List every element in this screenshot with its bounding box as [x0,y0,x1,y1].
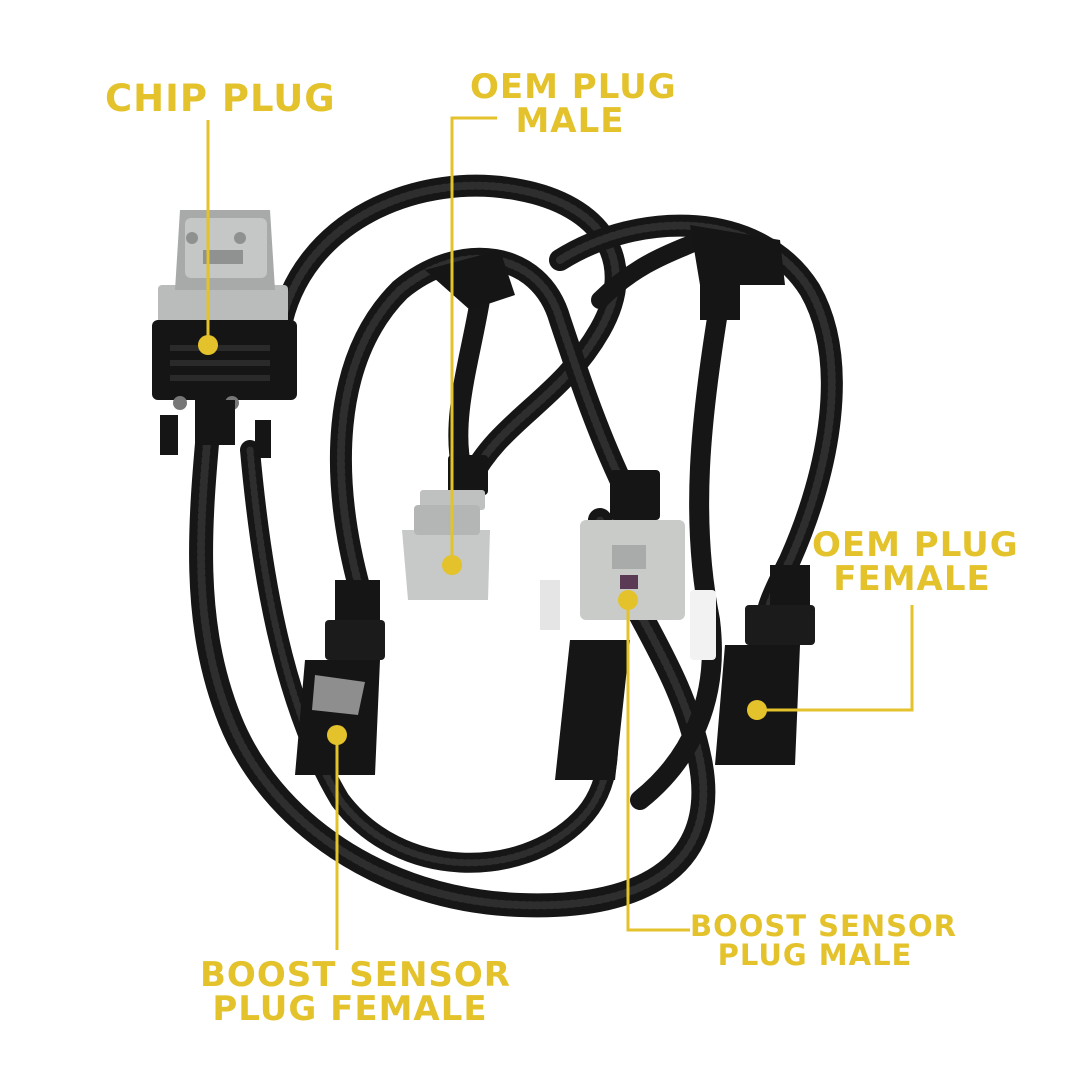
upper-connectors [425,225,785,320]
chip-plug-connector [152,210,297,458]
label-line-2: PLUG MALE [717,938,913,972]
label-oem-plug-female: OEM PLUG FEMALE [812,525,1019,599]
boost-sensor-plug-male-connector [540,470,685,780]
oem-plug-male-connector [402,455,490,600]
callout-leaders [206,116,914,950]
label-line-1: BOOST SENSOR [200,955,511,995]
label-boost-sensor-plug-female: BOOST SENSOR PLUG FEMALE [200,955,511,1029]
label-line-2: MALE [515,101,625,141]
boost-sensor-plug-female-connector [295,580,385,775]
callout-dot-icon [442,555,462,575]
label-boost-sensor-plug-male: BOOST SENSOR PLUG MALE [690,909,958,972]
label-chip-plug: CHIP PLUG [105,80,336,117]
callout-dots [198,335,767,745]
label-line-1: OEM PLUG [470,67,677,107]
callout-dot-icon [198,335,218,355]
label-line-2: FEMALE [833,559,991,599]
callout-dot-icon [327,725,347,745]
label-chip-plug-text: CHIP PLUG [105,77,336,120]
label-oem-plug-male: OEM PLUG MALE [470,67,677,141]
label-line-1: OEM PLUG [812,525,1019,565]
callout-dot-icon [618,590,638,610]
label-line-2: PLUG FEMALE [212,989,488,1029]
label-line-1: BOOST SENSOR [690,909,958,943]
callout-dot-icon [747,700,767,720]
